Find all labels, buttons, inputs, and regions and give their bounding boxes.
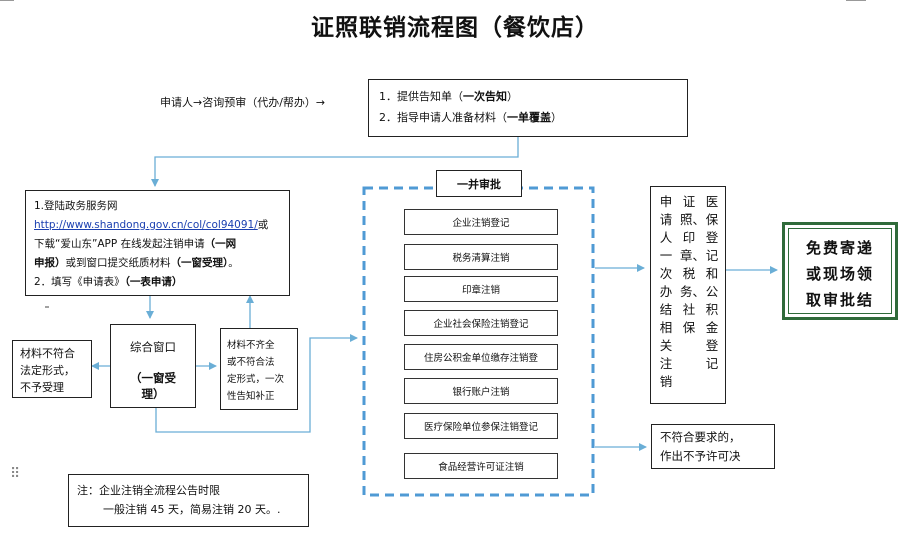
process-item: 食品经营许可证注销 xyxy=(404,453,558,479)
apply-line-1: 1.登陆政务服务网 xyxy=(34,200,118,212)
process-item: 医疗保险单位参保注销登记 xyxy=(404,413,558,439)
apply-line-3: 下载“爱山东”APP 在线发起注销申请（一网 xyxy=(34,238,237,250)
apply-line-4: 申报）或到窗口提交纸质材料（一窗受理）。 xyxy=(34,257,239,269)
process-item: 企业注销登记 xyxy=(404,209,558,235)
process-item: 住房公积金单位缴存注销登 xyxy=(404,344,558,370)
final-box: 免费寄递 或现场领 取审批结 xyxy=(782,222,898,320)
result-text-column: 证照、印章、税务、社保 xyxy=(680,194,706,335)
result-box: 申请人一次办结相关注销证照、印章、税务、社保医保登记和公积金登记 xyxy=(650,186,726,404)
apply-line-2: http://www.shandong.gov.cn/col/col94091/… xyxy=(34,219,269,231)
joint-review-label: 一并审批 xyxy=(436,170,522,197)
joint-review-frame xyxy=(362,186,595,497)
consult-box: 1．提供告知单（一次告知） 2．指导申请人准备材料（一单覆盖） xyxy=(368,79,688,137)
window-box: 综合窗口 （一窗受 理） xyxy=(110,324,196,408)
process-item: 印章注销 xyxy=(404,276,558,302)
consult-lead: 申请人→咨询预审（代办/帮办）→ xyxy=(160,96,326,109)
arrow-window-to-joint xyxy=(155,334,358,433)
process-item: 企业社会保险注销登记 xyxy=(404,310,558,336)
result-text-column: 申请人一次办结相关注销 xyxy=(659,194,673,389)
gov-service-link[interactable]: http://www.shandong.gov.cn/col/col94091/ xyxy=(34,219,258,231)
result-text-column: 医保登记和公积金登记 xyxy=(705,194,719,371)
consult-line-1: 1．提供告知单（一次告知） xyxy=(379,90,518,103)
note-box: 注：企业注销全流程公告时限 一般注销 45 天，简易注销 20 天。. xyxy=(68,474,309,527)
window-bold: （一窗受 xyxy=(130,371,176,385)
drag-handle-icon[interactable]: ⠿ xyxy=(10,466,21,482)
reject-left-box: 材料不符合 法定形式， 不予受理 xyxy=(12,340,92,398)
supplement-box: 材料不齐全 或不符合法 定形式，一次 性告知补正 xyxy=(220,328,298,410)
consult-line-2: 2．指导申请人准备材料（一单覆盖） xyxy=(379,111,562,124)
apply-box: 1.登陆政务服务网 http://www.shandong.gov.cn/col… xyxy=(25,190,290,296)
process-item: 税务清算注销 xyxy=(404,244,558,270)
page-title: 证照联销流程图（餐饮店） xyxy=(311,14,599,41)
apply-line-5: 2．填写《申请表》（一表申请） xyxy=(34,276,183,288)
arrow-consult-to-apply xyxy=(151,136,519,187)
process-item: 银行账户注销 xyxy=(404,378,558,404)
corner-mark-right xyxy=(846,0,866,1)
corner-mark-left xyxy=(0,0,14,1)
window-name: 综合窗口 xyxy=(130,340,176,354)
reject-right-box: 不符合要求的， 作出不予许可决 xyxy=(651,424,775,469)
